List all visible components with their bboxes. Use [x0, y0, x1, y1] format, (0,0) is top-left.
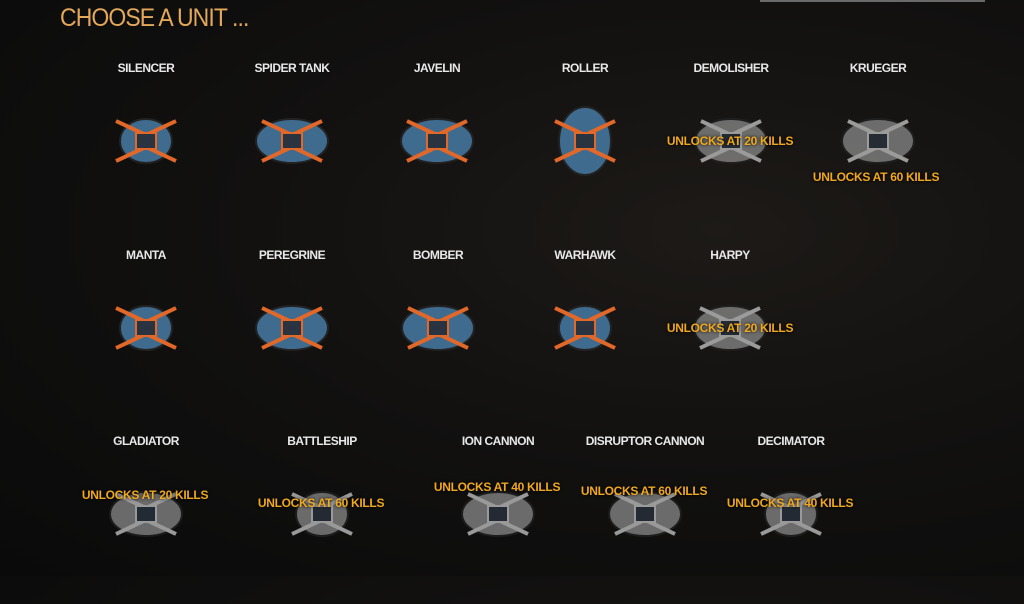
unlock-requirement: UNLOCKS AT 60 KILLS [257, 496, 385, 510]
unit-sprite-icon [554, 106, 616, 176]
unit-sprite-icon [694, 118, 768, 164]
unit-name: GLADIATOR [113, 434, 179, 448]
unlock-requirement: UNLOCKS AT 20 KILLS [81, 488, 209, 502]
unit-sprite-icon [255, 118, 329, 164]
unit-card-roller[interactable]: ROLLER [515, 61, 655, 231]
unit-card-krueger[interactable]: KRUEGER [808, 61, 948, 231]
unit-sprite-icon [401, 305, 475, 351]
unit-card-warhawk[interactable]: WARHAWK [515, 248, 655, 418]
unit-name: ROLLER [561, 61, 609, 75]
unit-name: WARHAWK [554, 248, 616, 262]
unlock-requirement: UNLOCKS AT 60 KILLS [580, 484, 708, 498]
unit-sprite-icon [760, 491, 822, 537]
unit-sprite-icon [554, 305, 616, 351]
unit-card-spider-tank[interactable]: SPIDER TANK [222, 61, 362, 231]
unit-name: BOMBER [412, 248, 464, 262]
unit-name: SILENCER [117, 61, 175, 75]
unit-card-bomber[interactable]: BOMBER [368, 248, 508, 418]
unlock-requirement: UNLOCKS AT 40 KILLS [433, 480, 561, 494]
unit-name: HARPY [710, 248, 750, 262]
unit-card-harpy[interactable]: HARPY [660, 248, 800, 418]
unlock-requirement: UNLOCKS AT 20 KILLS [666, 321, 794, 335]
top-bar [760, 0, 985, 2]
unit-name: DECIMATOR [757, 434, 825, 448]
unit-sprite-icon [109, 491, 183, 537]
unit-name: BATTLESHIP [287, 434, 357, 448]
unit-name: DEMOLISHER [693, 61, 769, 75]
unit-sprite-icon [461, 491, 535, 537]
unit-sprite-icon [255, 305, 329, 351]
unit-sprite-icon [608, 491, 682, 537]
unit-sprite-icon [115, 305, 177, 351]
unit-card-ion-cannon[interactable]: ION CANNON [428, 434, 568, 604]
unlock-requirement: UNLOCKS AT 20 KILLS [666, 134, 794, 148]
unit-card-javelin[interactable]: JAVELIN [367, 61, 507, 231]
unit-card-gladiator[interactable]: GLADIATOR [76, 434, 216, 604]
unit-sprite-icon [400, 118, 474, 164]
unit-name: JAVELIN [413, 61, 461, 75]
unit-sprite-icon [291, 491, 353, 537]
unit-card-battleship[interactable]: BATTLESHIP [252, 434, 392, 604]
unit-card-peregrine[interactable]: PEREGRINE [222, 248, 362, 418]
unit-card-demolisher[interactable]: DEMOLISHER [661, 61, 801, 231]
unit-card-decimator[interactable]: DECIMATOR [721, 434, 861, 604]
unit-name: SPIDER TANK [254, 61, 330, 75]
unit-sprite-icon [693, 305, 767, 351]
unit-name: DISRUPTOR CANNON [585, 434, 705, 448]
unit-card-disruptor-cannon[interactable]: DISRUPTOR CANNON [575, 434, 715, 604]
unit-name: ION CANNON [461, 434, 535, 448]
unit-sprite-icon [841, 118, 915, 164]
page-title: CHOOSE A UNIT ... [60, 4, 249, 32]
unit-sprite-icon [115, 118, 177, 164]
unit-name: MANTA [126, 248, 166, 262]
unit-card-silencer[interactable]: SILENCER [76, 61, 216, 231]
unit-name: KRUEGER [849, 61, 907, 75]
unit-name: PEREGRINE [258, 248, 326, 262]
unlock-requirement: UNLOCKS AT 40 KILLS [726, 496, 854, 510]
unlock-requirement: UNLOCKS AT 60 KILLS [812, 170, 940, 184]
unit-card-manta[interactable]: MANTA [76, 248, 216, 418]
